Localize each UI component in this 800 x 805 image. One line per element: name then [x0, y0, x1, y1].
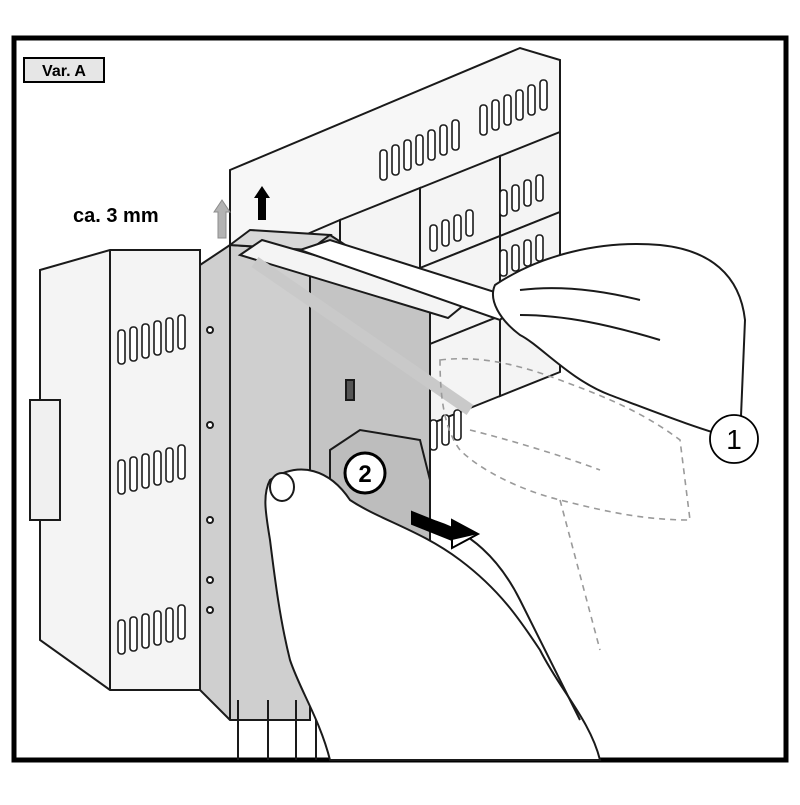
dimension-label: ca. 3 mm — [73, 205, 159, 227]
housing-vent-slots — [379, 79, 548, 451]
hand-1-ghost — [439, 357, 691, 651]
arrow-up-icon — [213, 186, 270, 239]
step-1-label: 1 — [726, 424, 742, 455]
hand-1 — [492, 243, 747, 442]
left-block-vent-slots — [117, 314, 186, 655]
step-1-marker: 1 — [709, 414, 759, 464]
left-terminal-block — [29, 249, 201, 691]
screwdriver-icon — [237, 238, 522, 415]
step-2-label: 2 — [358, 461, 371, 488]
arrow-right-icon — [411, 510, 481, 550]
variant-label-box: Var. A — [23, 57, 105, 83]
step-2-marker: 2 — [343, 451, 387, 495]
hand-2 — [264, 468, 602, 761]
variant-label: Var. A — [42, 63, 86, 80]
